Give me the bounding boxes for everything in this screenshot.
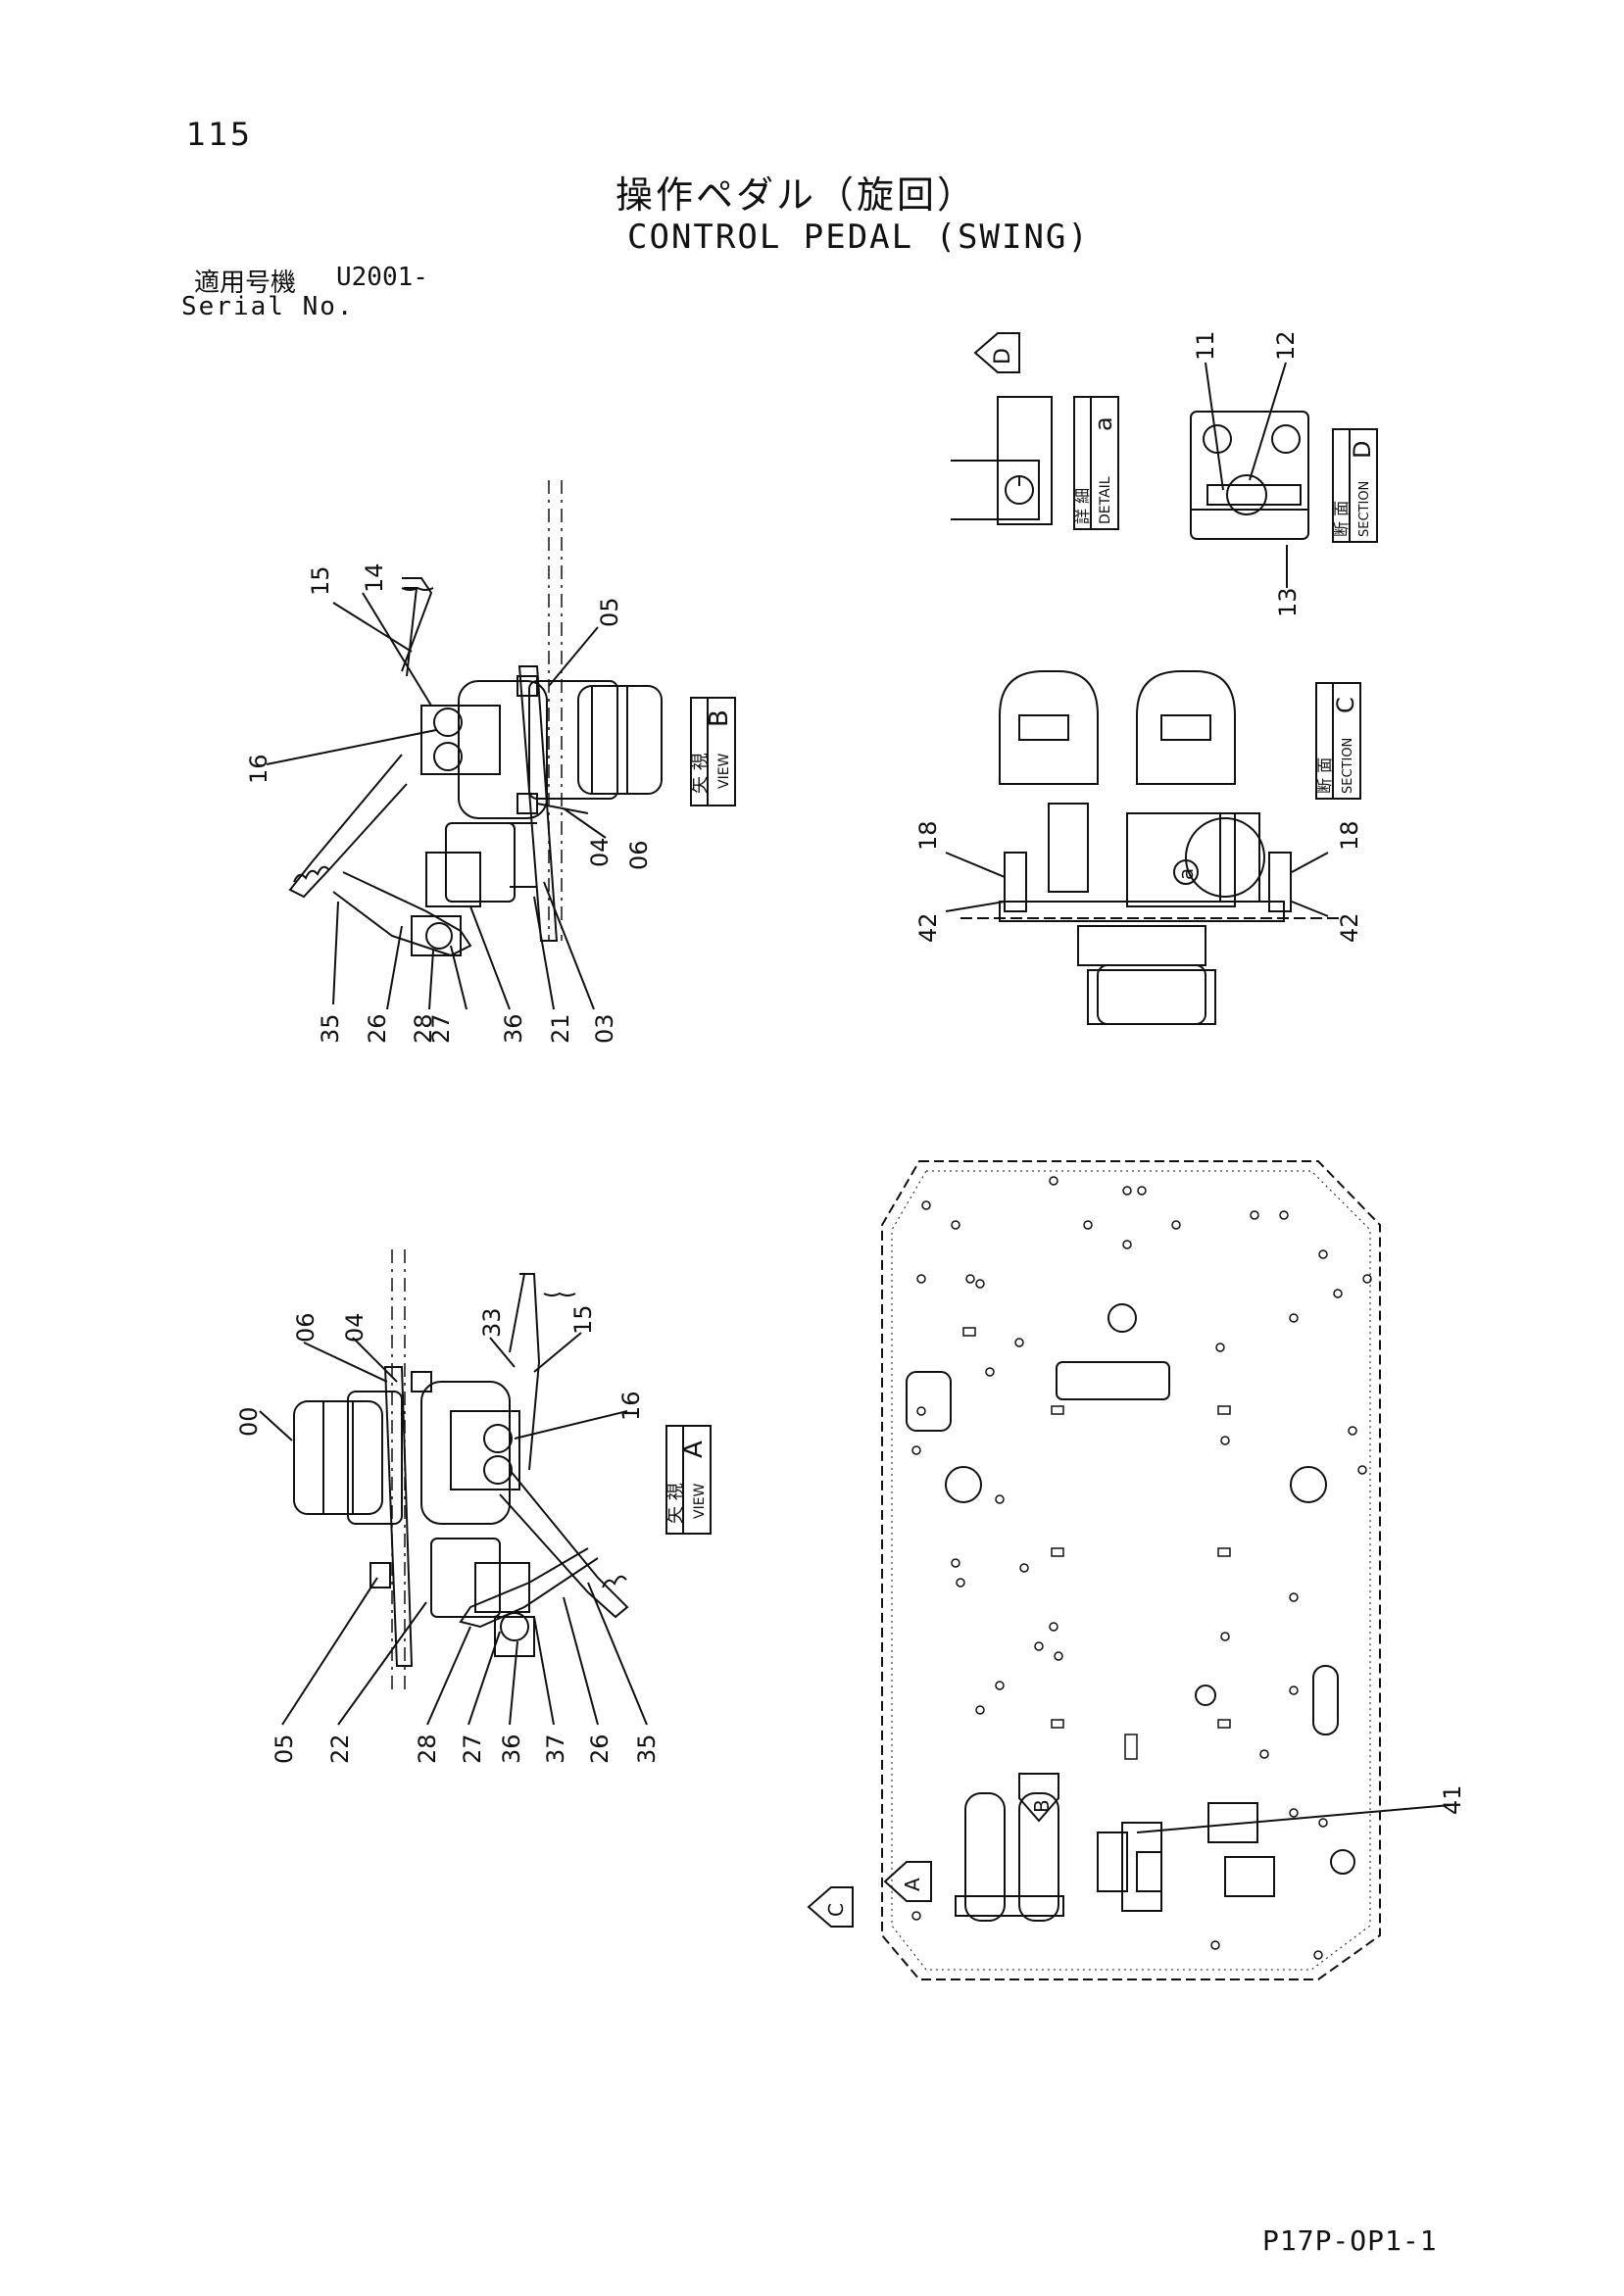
- view-b-drawing: [266, 480, 736, 1010]
- callout-view-a-28: 28: [414, 1734, 441, 1764]
- section-c-label-letter: C: [1332, 697, 1359, 713]
- section-d-label-en: SECTION: [1357, 481, 1372, 537]
- callout-view-b-21: 21: [547, 1013, 574, 1044]
- section-c-label-jp: 断 面: [1315, 757, 1334, 794]
- callout-section-c-18-right: 18: [1336, 820, 1363, 851]
- callout-view-a-15: 15: [569, 1304, 597, 1335]
- view-b-label-letter: B: [705, 709, 734, 727]
- floor-plan-drawing: [807, 1160, 1452, 1980]
- callout-plan-41: 41: [1439, 1784, 1466, 1815]
- serial-value: U2001-: [336, 263, 428, 292]
- serial-label-japanese: 適用号機: [194, 269, 297, 298]
- callout-section-c-42-left: 42: [914, 912, 942, 943]
- view-a-label-en: VIEW: [692, 1483, 708, 1519]
- callout-section-d-11: 11: [1192, 330, 1219, 361]
- view-b-label: 矢 視 VIEW B: [690, 709, 734, 794]
- marker-a: A: [901, 1878, 924, 1891]
- callout-view-b-04: 04: [586, 837, 614, 867]
- detail-a-label-en: DETAIL: [1098, 476, 1113, 524]
- callout-view-a-33: 33: [478, 1307, 506, 1338]
- callout-section-c-18-left: 18: [914, 820, 942, 851]
- section-d-drawing: [951, 332, 1378, 588]
- callout-view-a-36: 36: [498, 1734, 525, 1764]
- view-a-drawing: [259, 1249, 712, 1726]
- callout-section-d-12: 12: [1272, 330, 1300, 361]
- view-a-label: 矢 視 VIEW A: [665, 1441, 709, 1524]
- marker-d: D: [991, 348, 1015, 365]
- page-number: 115: [186, 116, 253, 153]
- view-a-label-jp: 矢 視: [665, 1483, 686, 1524]
- callout-view-b-26: 26: [364, 1013, 391, 1044]
- callout-view-b-16: 16: [245, 754, 272, 784]
- callout-view-a-22: 22: [326, 1734, 354, 1764]
- plan-labels: 41 A B C: [824, 1784, 1466, 1917]
- view-a-callouts: 06 04 33 15 00 16 05 22 28 27 36 37 26 3…: [235, 1304, 661, 1764]
- callout-view-b-28: 28: [410, 1013, 437, 1044]
- section-d-label-letter: D: [1349, 441, 1376, 459]
- callout-view-a-37: 37: [542, 1734, 569, 1764]
- callout-section-d-13: 13: [1274, 587, 1302, 617]
- callout-view-b-36: 36: [500, 1013, 527, 1044]
- callout-view-a-35: 35: [633, 1734, 661, 1764]
- section-d-label-jp: 断 面: [1332, 501, 1351, 537]
- callout-view-a-27: 27: [459, 1734, 486, 1764]
- detail-a-label-jp: 詳 細: [1073, 488, 1092, 524]
- section-c-labels: 断 面 SECTION C 18 42 18 42 a: [914, 697, 1363, 943]
- drawing-code: P17P-OP1-1: [1262, 2224, 1438, 2257]
- section-c-drawing: [945, 670, 1361, 1025]
- section-c-label-en: SECTION: [1341, 738, 1355, 794]
- view-b-callouts: 15 14 05 16 04 06 35 26 28 27 36 21 03: [245, 562, 653, 1044]
- callout-view-b-14: 14: [361, 562, 388, 593]
- serial-label-english: Serial No.: [181, 292, 355, 321]
- callout-view-a-05: 05: [271, 1734, 298, 1764]
- callout-view-b-05: 05: [596, 597, 623, 627]
- callout-view-b-15: 15: [307, 565, 334, 596]
- detail-a-label-letter: a: [1090, 416, 1117, 431]
- callout-section-c-42-right: 42: [1336, 912, 1363, 943]
- marker-b: B: [1030, 1799, 1054, 1813]
- callout-view-b-03: 03: [591, 1013, 618, 1044]
- callout-view-a-04: 04: [341, 1312, 369, 1343]
- callout-view-b-27: 27: [427, 1013, 455, 1044]
- view-a-label-letter: A: [679, 1441, 709, 1458]
- callout-view-a-00: 00: [235, 1406, 263, 1437]
- view-b-label-jp: 矢 視: [690, 753, 711, 794]
- page-title-japanese: 操作ペダル（旋回）: [615, 173, 978, 217]
- marker-c: C: [824, 1903, 848, 1917]
- callout-view-b-06: 06: [625, 840, 653, 870]
- callout-view-a-06: 06: [292, 1312, 320, 1343]
- marker-a-small: a: [1174, 868, 1198, 880]
- view-b-label-en: VIEW: [716, 753, 732, 789]
- section-d-labels: D 詳 細 DETAIL a 断 面 SECTION D 11 12 13: [991, 330, 1376, 617]
- callout-view-a-26: 26: [586, 1734, 614, 1764]
- callout-view-b-35: 35: [317, 1013, 344, 1044]
- page-title-english: CONTROL PEDAL (SWING): [627, 218, 1090, 257]
- callout-view-a-16: 16: [617, 1391, 645, 1421]
